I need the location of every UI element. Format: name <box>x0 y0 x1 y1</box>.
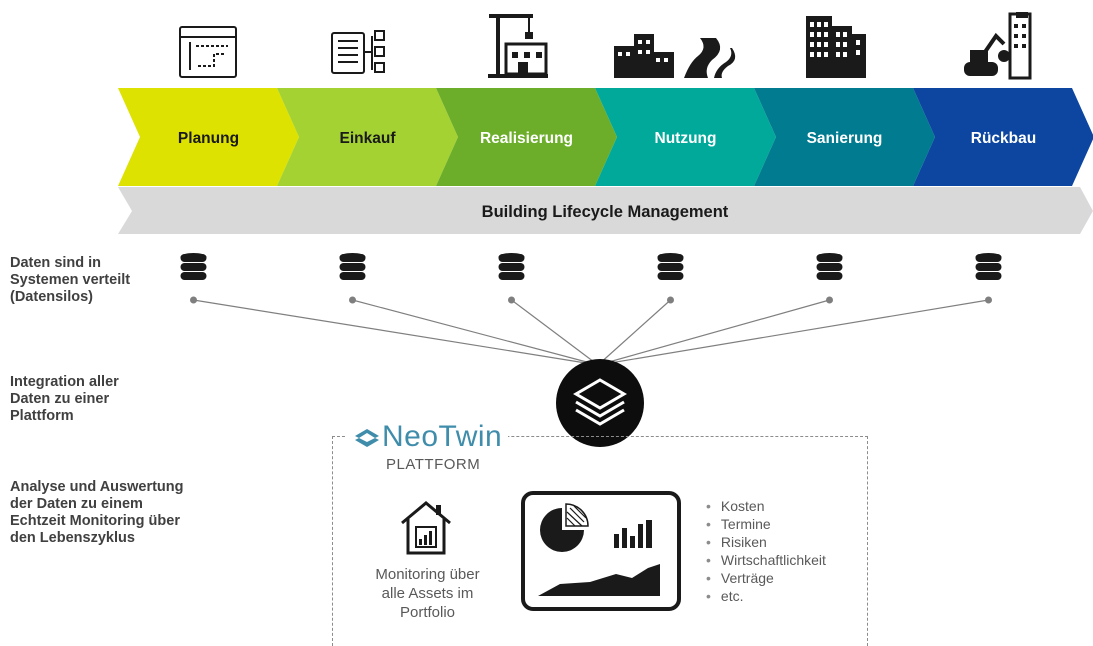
connector-line <box>597 299 671 366</box>
phase-chevron <box>754 88 935 186</box>
phase-chevron <box>595 88 776 186</box>
connector-dot <box>190 296 197 304</box>
phase-chevron <box>913 88 1093 186</box>
connector-line <box>597 299 830 366</box>
neotwin-logo-icon <box>355 429 379 447</box>
demolition-excavator-icon <box>964 12 1032 80</box>
database-icon <box>816 253 843 280</box>
connector-line <box>193 299 599 366</box>
phase-label: Sanierung <box>807 130 883 147</box>
phase-label: Planung <box>178 130 239 147</box>
platform-subtitle: PLATTFORM <box>386 456 481 473</box>
phase-chevron <box>118 88 299 186</box>
blueprint-icon <box>179 26 237 78</box>
list-item: Kosten <box>706 497 826 515</box>
lifecycle-phases: Planung Einkauf Realisierung Nutzung Sanieru… <box>118 88 1093 186</box>
construction-crane-icon <box>488 14 548 78</box>
phase-chevron <box>277 88 458 186</box>
database-icon <box>339 253 366 280</box>
phase-label: Rückbau <box>971 130 1036 147</box>
procurement-list-icon <box>331 30 385 74</box>
integration-hub-icon <box>556 359 644 447</box>
connector-dot <box>349 296 356 304</box>
kpi-list: Kosten Termine Risiken Wirtschaftlichkei… <box>706 497 826 605</box>
data-integration-diagram <box>180 253 1002 447</box>
database-icon <box>498 253 525 280</box>
list-item: Termine <box>706 515 826 533</box>
platform-box <box>332 436 868 646</box>
database-icon <box>180 253 207 280</box>
list-item: Verträge <box>706 569 826 587</box>
neotwin-logo-text: NeoTwin <box>382 420 503 453</box>
integration-label: Integration aller Daten zu einer Plattfo… <box>10 374 119 424</box>
phase-label: Einkauf <box>340 130 397 147</box>
monitoring-caption: Monitoring über alle Assets im Portfolio <box>360 565 495 622</box>
lifecycle-banner-label: Building Lifecycle Management <box>482 203 729 221</box>
buildings-road-icon <box>614 34 736 78</box>
connector-line <box>511 299 599 366</box>
dashboard-chart-icon <box>521 491 681 611</box>
connector-line <box>597 299 989 366</box>
connector-dot <box>985 296 992 304</box>
building-icon <box>806 16 866 78</box>
lifecycle-banner: Building Lifecycle Management <box>118 187 1093 234</box>
caption-line: Portfolio <box>399 604 456 621</box>
phase-chevron <box>436 88 617 186</box>
caption-line: Monitoring über <box>375 566 480 583</box>
database-icon <box>657 253 684 280</box>
phase-label: Nutzung <box>655 130 717 147</box>
connector-dot <box>667 296 674 304</box>
house-monitoring-icon <box>401 501 451 555</box>
neotwin-logo: NeoTwin <box>346 420 509 454</box>
database-icon <box>975 253 1002 280</box>
phase-label: Realisierung <box>480 130 573 147</box>
list-item: etc. <box>706 587 826 605</box>
connector-dot <box>826 296 833 304</box>
connector-dot <box>508 296 515 304</box>
caption-line: alle Assets im <box>381 585 474 602</box>
list-item: Wirtschaftlichkeit <box>706 551 826 569</box>
analysis-label: Analyse und Auswertung der Daten zu eine… <box>10 479 184 546</box>
list-item: Risiken <box>706 533 826 551</box>
data-silos-label: Daten sind in Systemen verteilt (Datensi… <box>10 255 131 305</box>
connector-line <box>352 299 599 366</box>
phase-icons <box>179 12 1032 80</box>
